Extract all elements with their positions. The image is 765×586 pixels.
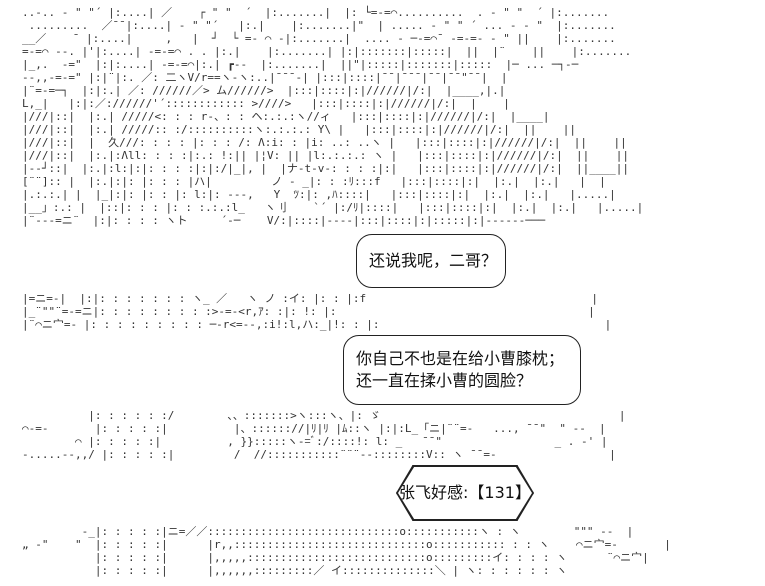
ascii-art-line: |¨⌒ニ宀=‐ |: : : : : : : : : ─‐r<=‐‐,:i!:l… bbox=[22, 318, 612, 331]
ascii-art-line: ⌒‐=‐ |: : : : :| |、:::::://|ﾘ|ﾘ |ﾑ::ヽ |:… bbox=[22, 422, 606, 435]
ascii-art-line: L,_| |:|:／://////'´:::::::::::: >////> |… bbox=[22, 97, 510, 110]
ascii-art-line: -.....‐-,,/ |: : : : :| / //:::::::::::¨… bbox=[22, 448, 616, 461]
ascii-art-scene: ..-.. - " "´ |:....| ／ ┌ " " ´ |:.......… bbox=[22, 6, 643, 227]
ascii-art-line: ‐-,,‐=‐=" |:|¨|:. ／: 二ヽV/r==ヽ‐ヽ:..|¯¯¯‐|… bbox=[22, 71, 508, 84]
ascii-art-line: |=ニ=‐| |:|: : : : : : : ヽ_ ／ ヽ ノ :イ: |: … bbox=[22, 292, 598, 305]
ascii-art-line: |///|::| |:.| /////<: : : r‐、: : ヘ:.:.:ヽ… bbox=[22, 110, 550, 123]
ascii-art-line: |¨‐‐‐=ニ¨ |:|: : : : ヽト ´‐─ V/:|::::|‐‐‐‐… bbox=[22, 214, 546, 227]
speech-bubble-1: 还说我呢，二哥？ bbox=[356, 234, 506, 288]
ascii-art-line: |: : : : :| |,,,,,::::::::::::::::::::::… bbox=[22, 551, 649, 564]
ascii-art-line: |_¨""¨=‐=ニ|: : : : : : : : :>‐=‐<r,ｱ: :|… bbox=[22, 305, 595, 318]
speech-bubble-2: 你自己不也是在给小曹膝枕； 还一直在揉小曹的圆脸？ bbox=[343, 335, 581, 405]
speech-text-line-1: 你自己不也是在给小曹膝枕； bbox=[356, 349, 565, 368]
ascii-art-line: ..-.. - " "´ |:....| ／ ┌ " " ´ |:.......… bbox=[22, 6, 610, 19]
ascii-art-line: |///|::| |:.|:Λll: : : :|:.: !:|| |¦V: |… bbox=[22, 149, 630, 162]
ascii-art-scene: ‐_|: : : : :|ニ=／／:::::::::::::::::::::::… bbox=[22, 525, 671, 577]
ascii-art-line: =‐=⌒ -‐. |'|:....| ‐=‐=⌒ . . |:.| |:....… bbox=[22, 45, 632, 58]
ascii-art-scene: |=ニ=‐| |:|: : : : : : : ヽ_ ／ ヽ ノ :イ: |: … bbox=[22, 292, 611, 331]
ascii-art-scene: |: : : : : :/ 、、:::::::>ヽ:::ヽ、|: ゞ |⌒‐=‐… bbox=[22, 409, 626, 461]
ascii-art-line: „ ‐" " |: : : : :| |r,,:::::::::::::::::… bbox=[22, 538, 671, 551]
ascii-art-line: |¨=‐=─┐ |:|:.| ／: //////／> ム//////> |:::… bbox=[22, 84, 506, 97]
ascii-art-line: |: : : : : :/ 、、:::::::>ヽ:::ヽ、|: ゞ | bbox=[22, 409, 626, 422]
ascii-art-line: |///|::| |:.| /////:: :/::::::::::ヽ:.:.:… bbox=[22, 123, 577, 136]
speech-text: 还说我呢，二哥？ bbox=[369, 251, 498, 270]
ascii-art-line: |///|::| | 久///: : : : |: : : /: Λ:i: : … bbox=[22, 136, 627, 149]
ascii-art-line: ⌒ |: : : : :| , }}:::::ヽ‐=ﾞ:/::::!: l: _… bbox=[22, 435, 608, 448]
ascii-art-line: |‐‐┘::| |:.|:l:|:|: : : :|:|:/|_|, | |ナ‐… bbox=[22, 162, 630, 175]
ascii-art-line: |.:.:.| | |_|:|: |: : |: l:|: ‐‐‐, Y ﾂ:|… bbox=[22, 188, 616, 201]
ascii-art-line: [¨¨]:: | |:.|:|: |: : : |ハ| ノ ‐ _|: : :ﾘ… bbox=[22, 175, 606, 188]
ascii-art-line: ......... ／¯¯|:....| - " "´ |:.| |:.....… bbox=[22, 19, 616, 32]
affection-status-text: 张飞好感:【131】 bbox=[399, 483, 531, 502]
ascii-art-line: __／ ¯ |:....| , | ┘ └ =- ⌒ ‐|:.......| .… bbox=[22, 32, 616, 45]
ascii-art-line: |_,. ‐=" |:|:....| ‐=‐=⌒|:.| ┏‐‐ |:.....… bbox=[22, 58, 579, 71]
affection-status-box: 张飞好感:【131】 bbox=[396, 465, 534, 521]
ascii-art-line: |: : : : :| |,,,,,,:::::::::／ イ:::::::::… bbox=[22, 564, 568, 577]
ascii-art-line: |__」:.: | |::|: : : |: : :.:.:l_ ヽ刂 `´ |… bbox=[22, 201, 644, 214]
speech-text-line-2: 还一直在揉小曹的圆脸？ bbox=[356, 371, 533, 390]
ascii-art-line: ‐_|: : : : :|ニ=／／:::::::::::::::::::::::… bbox=[22, 525, 634, 538]
